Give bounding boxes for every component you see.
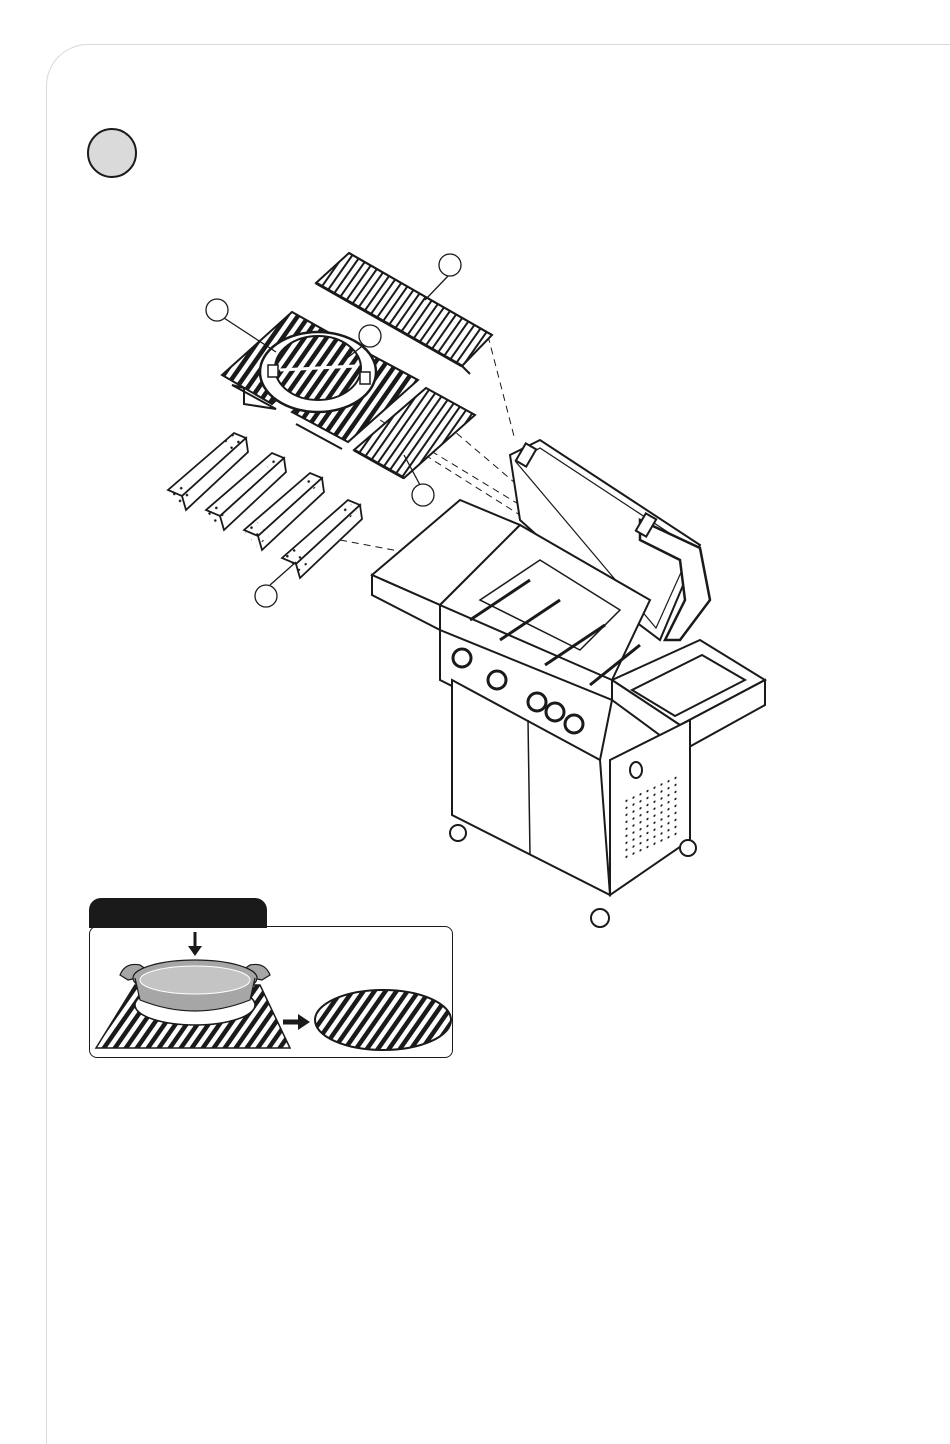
tip-panel xyxy=(89,926,453,1058)
grill-body xyxy=(372,440,765,927)
callout-cast-iron-grates xyxy=(206,299,228,321)
removable-center-insert xyxy=(260,332,376,412)
tip-panel-header xyxy=(89,898,267,928)
callout-warming-rack xyxy=(439,254,461,276)
exploded-diagram xyxy=(0,0,950,1348)
callout-flame-tamers xyxy=(255,585,277,607)
flame-tamers xyxy=(167,433,362,578)
callout-porcelain-grate xyxy=(412,484,434,506)
callout-center-insert xyxy=(359,325,381,347)
